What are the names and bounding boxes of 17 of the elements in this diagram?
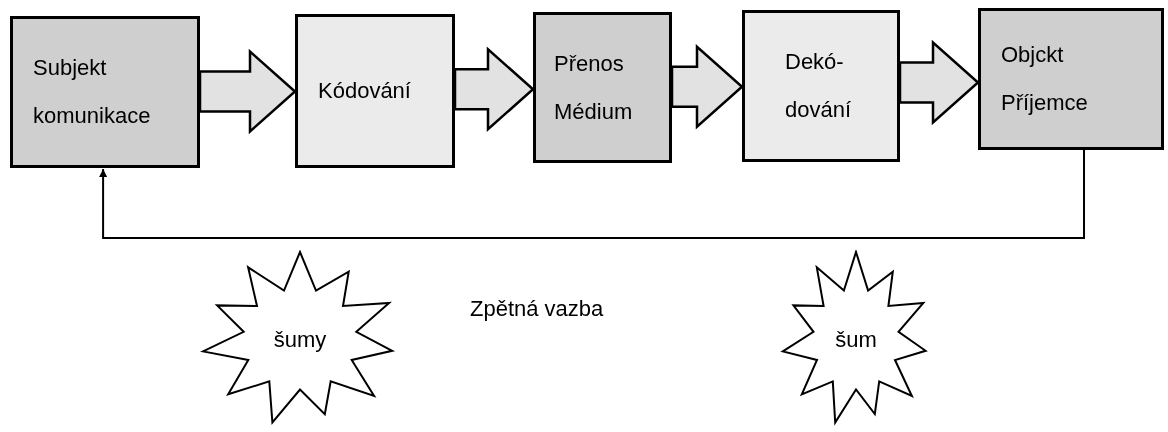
feedback-arrow [99, 149, 1085, 239]
node-text: Subjekt komunikace [33, 54, 152, 130]
process-box [10, 16, 200, 168]
block-arrow [198, 48, 297, 135]
node-text: šum [835, 325, 877, 354]
node-text: Dekó- dování [785, 48, 853, 124]
process-box [978, 8, 1164, 150]
block-arrow [898, 39, 980, 126]
node-text: šumy [273, 325, 327, 354]
node-text: Kódování [318, 77, 412, 105]
block-arrow [670, 43, 744, 130]
node-text: Přenos Médium [554, 49, 634, 126]
process-box [295, 14, 455, 168]
block-arrow [453, 46, 535, 133]
node-text: Objckt Příjemce [1001, 41, 1089, 117]
process-box [742, 10, 900, 162]
process-box [533, 12, 672, 163]
